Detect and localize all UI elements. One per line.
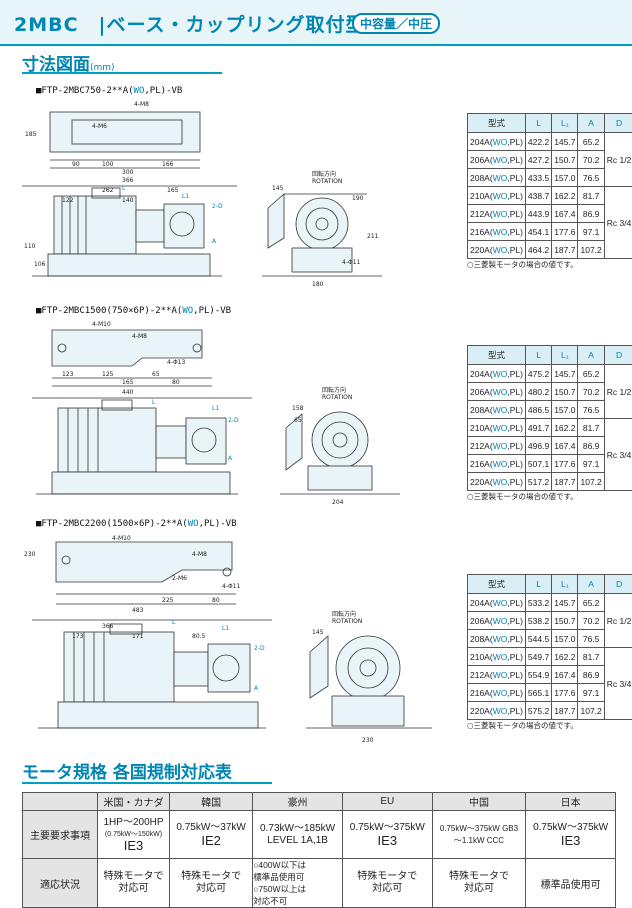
svg-text:185: 185 [25, 131, 37, 138]
svg-text:230: 230 [24, 551, 36, 558]
svg-text:204: 204 [332, 499, 344, 506]
svg-text:4-M10: 4-M10 [112, 535, 131, 542]
svg-text:211: 211 [367, 233, 379, 240]
column-blank [23, 793, 98, 811]
spec-note-1: ○三菱製モータの場合の値です。 [467, 259, 578, 270]
svg-text:165: 165 [122, 379, 134, 386]
svg-text:165: 165 [167, 187, 179, 194]
svg-text:366: 366 [122, 177, 134, 184]
column-model: 型式 [468, 114, 526, 133]
drawing-2mbc1500: 4-M10 4-M8 4-Φ13 125 65 123 165 80 440 L L1 2-… [22, 318, 462, 508]
svg-text:80: 80 [172, 379, 180, 386]
svg-text:2-D: 2-D [228, 417, 239, 424]
svg-text:145: 145 [272, 185, 284, 192]
svg-text:A: A [228, 455, 233, 462]
svg-text:4-M8: 4-M8 [132, 333, 147, 340]
svg-text:122: 122 [62, 197, 74, 204]
svg-text:190: 190 [352, 195, 364, 202]
svg-text:140: 140 [122, 197, 134, 204]
spec-note-2: ○三菱製モータの場合の値です。 [467, 491, 578, 502]
section-divider [22, 782, 272, 784]
section-divider [22, 72, 222, 74]
svg-text:180: 180 [312, 281, 324, 288]
svg-text:4-M6: 4-M6 [92, 123, 107, 130]
svg-text:171: 171 [132, 633, 144, 640]
svg-text:4-M10: 4-M10 [92, 321, 111, 328]
svg-text:80: 80 [212, 597, 220, 604]
drawing-2mbc2200: 230 4-M10 4-M8 2-M6 4-Φ11 225 80 483 366 173 171… [22, 532, 462, 754]
capacity-badge: 中容量／中圧 [352, 13, 440, 34]
page-header: 2MBC |ベース・カップリング取付型 中容量／中圧 [0, 0, 632, 46]
svg-text:173: 173 [72, 633, 84, 640]
svg-text:L1: L1 [212, 405, 219, 412]
svg-text:440: 440 [122, 389, 134, 396]
svg-text:80.5: 80.5 [192, 633, 206, 640]
svg-text:123: 123 [62, 371, 74, 378]
drawing-model-label-2: ■FTP-2MBC1500(750×6P)-2**A(WO,PL)-VB [36, 306, 231, 316]
svg-text:65: 65 [294, 417, 302, 424]
drawing-model-label-1: ■FTP-2MBC750-2**A(WO,PL)-VB [36, 86, 182, 96]
svg-text:166: 166 [162, 161, 174, 168]
svg-text:回転方向: 回転方向 [312, 170, 336, 178]
svg-text:366: 366 [102, 623, 114, 630]
svg-text:ROTATION: ROTATION [332, 618, 362, 625]
column-L: L [525, 114, 551, 133]
regulation-table: 米国・カナダ 韓国 豪州 EU 中国 日本 主要要求事項 1HP～200HP(0… [22, 792, 616, 908]
svg-text:A: A [212, 238, 217, 245]
svg-text:4-Φ11: 4-Φ11 [222, 583, 241, 590]
svg-text:L: L [152, 399, 156, 406]
svg-text:4-Φ13: 4-Φ13 [167, 359, 186, 366]
column-L1: L₁ [552, 114, 578, 133]
svg-text:90: 90 [72, 161, 80, 168]
svg-text:230: 230 [362, 737, 374, 744]
svg-text:4-M8: 4-M8 [192, 551, 207, 558]
column-D: D [604, 114, 632, 133]
svg-text:158: 158 [292, 405, 304, 412]
svg-text:225: 225 [162, 597, 174, 604]
drawing-model-label-3: ■FTP-2MBC2200(1500×6P)-2**A(WO,PL)-VB [36, 519, 237, 529]
svg-text:L1: L1 [222, 625, 229, 632]
table-row: 適応状況 特殊モータで対応可 特殊モータで対応可 ○400W以下は標準品使用可○… [23, 859, 616, 908]
page-title: 2MBC |ベース・カップリング取付型 [14, 10, 366, 37]
svg-text:483: 483 [132, 607, 144, 614]
svg-text:262: 262 [102, 187, 114, 194]
svg-text:ROTATION: ROTATION [312, 178, 342, 185]
column-A: A [578, 114, 604, 133]
svg-text:ROTATION: ROTATION [322, 394, 352, 401]
svg-text:145: 145 [312, 629, 324, 636]
svg-text:A: A [254, 685, 259, 692]
spec-note-3: ○三菱製モータの場合の値です。 [467, 720, 578, 731]
svg-text:回転方向: 回転方向 [332, 610, 356, 618]
svg-text:106: 106 [34, 261, 46, 268]
svg-text:4-Φ11: 4-Φ11 [342, 259, 361, 266]
svg-text:125: 125 [102, 371, 114, 378]
svg-text:300: 300 [122, 169, 134, 176]
svg-text:2-D: 2-D [212, 203, 223, 210]
table-row: 主要要求事項 1HP～200HP(0.75kW～150kW)IE3 0.75kW… [23, 811, 616, 859]
svg-text:2-M6: 2-M6 [172, 575, 187, 582]
regulation-title: モータ規格 各国規制対応表 [22, 758, 232, 783]
svg-text:110: 110 [24, 243, 36, 250]
svg-text:4-M8: 4-M8 [134, 101, 149, 108]
svg-text:100: 100 [102, 161, 114, 168]
svg-text:回転方向: 回転方向 [322, 386, 346, 394]
svg-text:65: 65 [152, 371, 160, 378]
svg-text:2-D: 2-D [254, 645, 265, 652]
svg-text:L1: L1 [182, 193, 189, 200]
